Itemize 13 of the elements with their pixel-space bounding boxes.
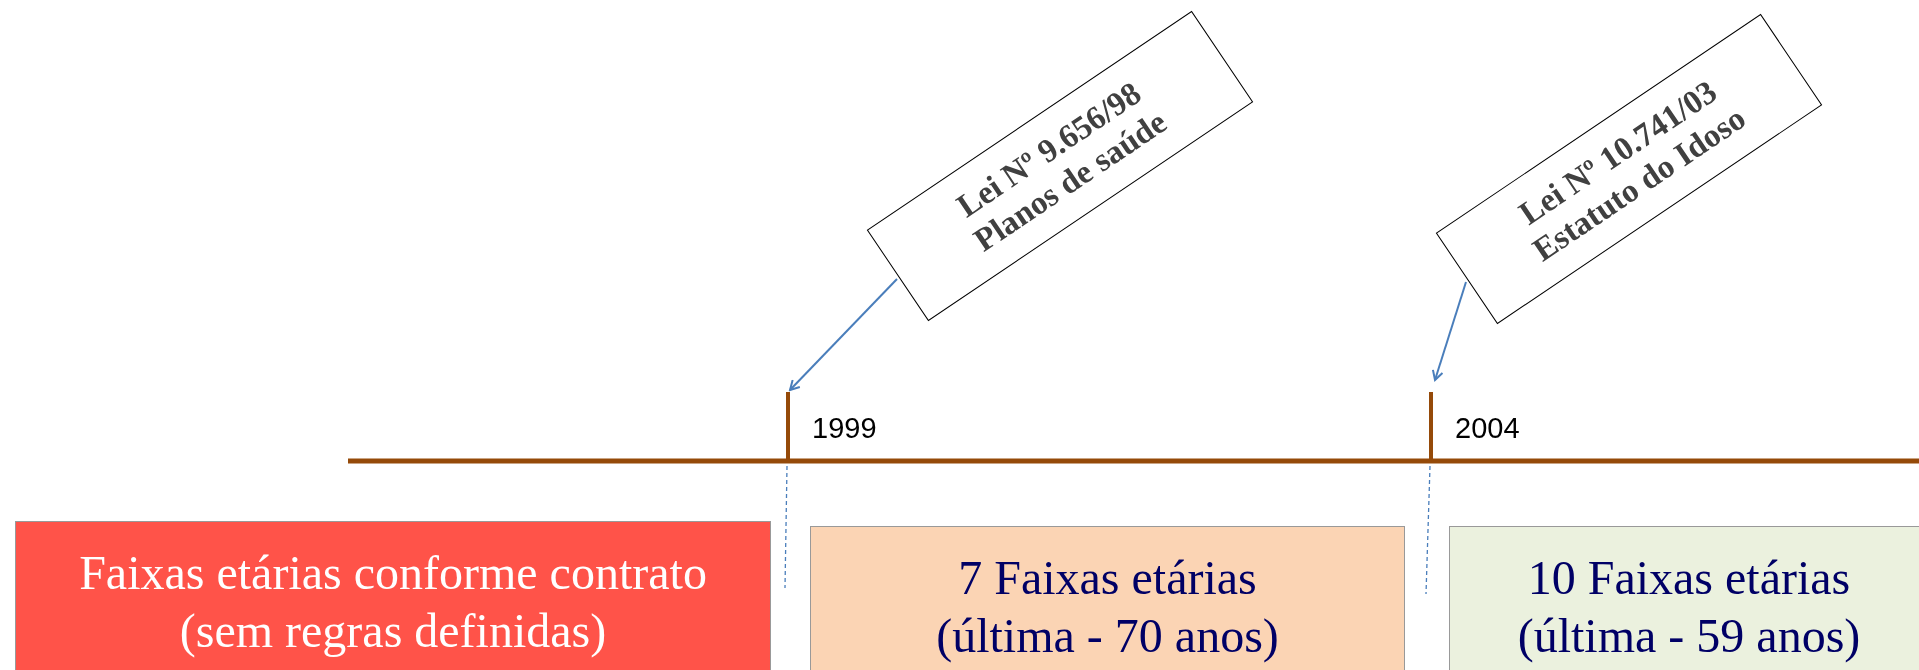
arrow: [1431, 281, 1467, 381]
age-band-text: 10 Faixas etárias: [1527, 550, 1851, 606]
arrow: [789, 278, 898, 391]
age-band-text: 7 Faixas etárias: [958, 550, 1257, 606]
year-label: 1999: [812, 412, 877, 445]
note-text: (última - 70 anos): [936, 607, 1279, 665]
age-band-text: Faixas etárias conforme contrato: [79, 545, 707, 601]
period-box: [810, 526, 1405, 670]
note-text: (sem regras definidas): [179, 602, 607, 659]
note-text: (última - 59 anos): [1517, 607, 1861, 664]
period-box: [15, 521, 771, 670]
period-box: [1449, 526, 1919, 670]
year-label: 2004: [1455, 412, 1520, 445]
